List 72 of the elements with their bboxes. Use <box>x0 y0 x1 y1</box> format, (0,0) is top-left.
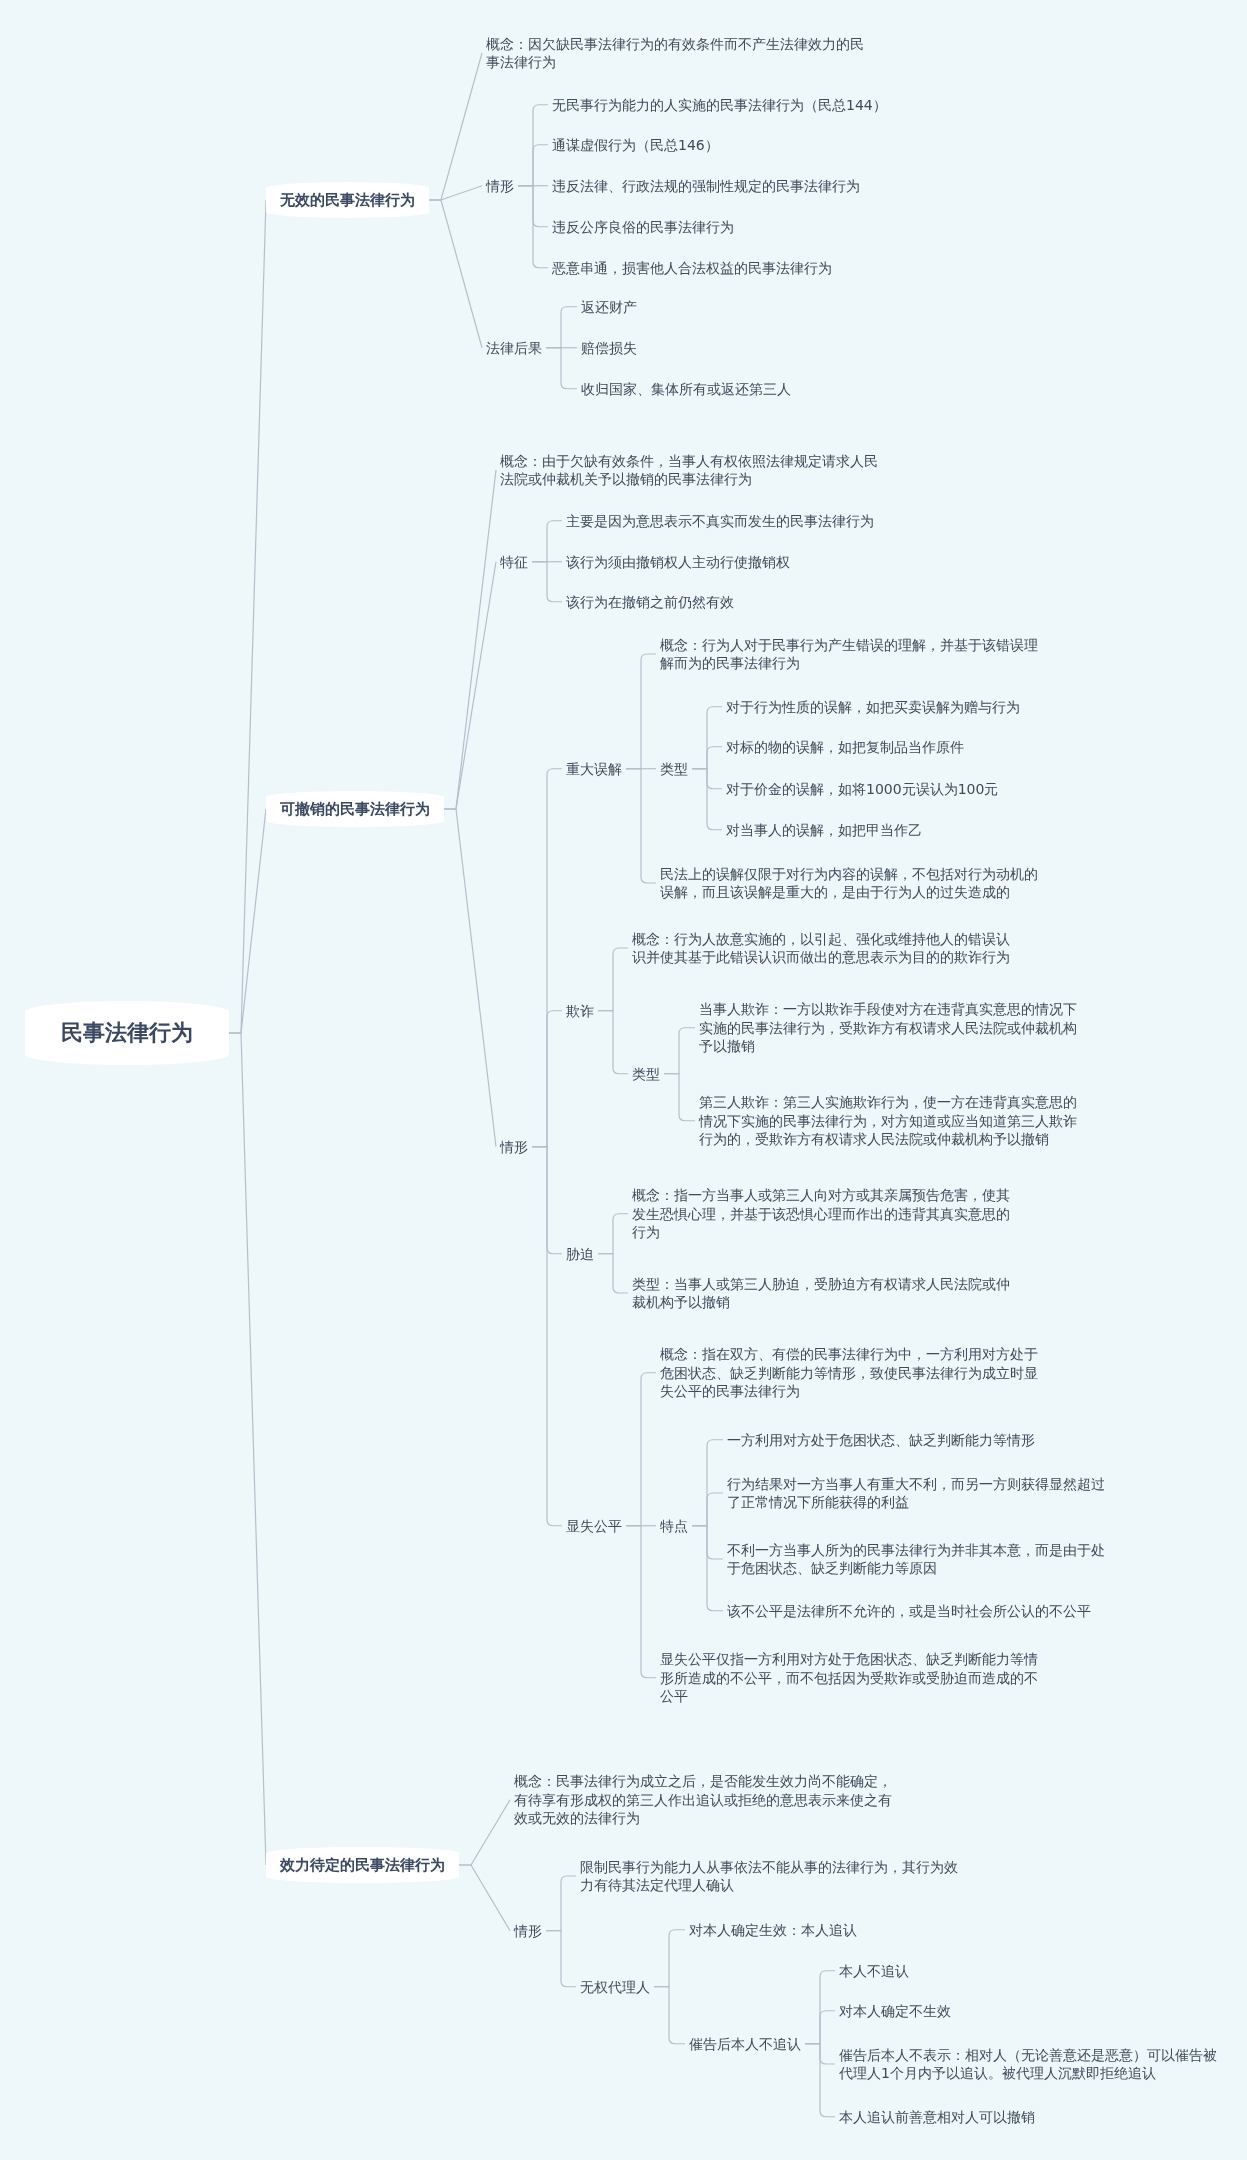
subtopic-text: 对本人确定不生效 <box>835 2000 955 2021</box>
subtopic-text: 对标的物的误解，如把复制品当作原件 <box>722 736 968 757</box>
subtopic-text: 对于价金的误解，如将1000元误认为100元 <box>722 778 1003 799</box>
subtopic-text: 类型 <box>656 758 692 779</box>
connector-line <box>691 1525 724 1612</box>
subtopic-text: 收归国家、集体所有或返还第三人 <box>577 378 795 399</box>
subtopic-text: 该不公平是法律所不允许的，或是当时社会所公认的不公平 <box>723 1600 1095 1621</box>
subtopic-text: 对于行为性质的误解，如把买卖误解为赠与行为 <box>722 696 1024 717</box>
subtopic-text: 民法上的误解仅限于对行为内容的误解，不包括对行为动机的误解，而且该误解是重大的，是由于行为人的过失造成的 <box>656 863 1044 903</box>
subtopic-text: 违反法律、行政法规的强制性规定的民事法律行为 <box>548 175 864 196</box>
connector-line <box>691 768 723 831</box>
connector-line <box>625 768 657 884</box>
subtopic-text: 情形 <box>496 1136 532 1157</box>
subtopic-text: 对本人确定生效：本人追认 <box>685 1919 861 1940</box>
connector-line <box>517 185 549 269</box>
subtopic-text: 类型 <box>628 1063 664 1084</box>
subtopic-text: 违反公序良俗的民事法律行为 <box>548 216 738 237</box>
connector-line <box>531 561 563 603</box>
subtopic-text: 情形 <box>482 175 518 196</box>
connector-line <box>443 808 497 1148</box>
subtopic-text: 限制民事行为能力人从事依法不能从事的法律行为，其行为效力有待其法定代理人确认 <box>576 1856 964 1896</box>
subtopic-text: 该行为在撤销之前仍然有效 <box>562 591 738 612</box>
subtopic-text: 类型：当事人或第三人胁迫，受胁迫方有权请求人民法院或仲裁机构予以撤销 <box>628 1273 1016 1313</box>
subtopic-text: 本人追认前善意相对人可以撤销 <box>835 2106 1039 2127</box>
subtopic-text: 概念：行为人故意实施的，以引起、强化或维持他人的错误认识并使其基于此错误认识而做出的意思表示为目的的欺诈行为 <box>628 928 1016 968</box>
connector-line <box>545 347 578 390</box>
subtopic-text: 第三人欺诈：第三人实施欺诈行为，使一方在违背真实意思的情况下实施的民事法律行为，对方知道或应当知道第三人欺诈行为的，受欺诈方有权请求人民法院或仲裁机构予以撤销 <box>695 1092 1083 1150</box>
connector-line <box>653 1986 686 2045</box>
subtopic-text: 当事人欺诈：一方以欺诈手段使对方在违背真实意思的情况下实施的民事法律行为，受欺诈方有权请求人民法院或仲裁机构予以撤销 <box>695 999 1083 1057</box>
connector-line <box>458 1864 511 1932</box>
subtopic-text: 法律后果 <box>482 337 546 358</box>
connector-line <box>545 1930 577 1988</box>
subtopic-text: 概念：指一方当事人或第三人向对方或其亲属预告危害，使其发生恐惧心理，并基于该恐惧心理而作出的违背其真实意思的行为 <box>628 1185 1016 1243</box>
connector-line <box>663 1073 696 1122</box>
connector-line <box>625 1525 657 1679</box>
central-topic: 民事法律行为 <box>25 1001 229 1065</box>
subtopic-text: 主要是因为意思表示不真实而发生的民事法律行为 <box>562 510 878 531</box>
subtopic-text: 对当事人的误解，如把甲当作乙 <box>722 819 926 840</box>
subtopic-text: 本人不追认 <box>835 1960 913 1981</box>
subtopic-text: 无权代理人 <box>576 1976 654 1997</box>
subtopic-text: 特点 <box>656 1515 692 1536</box>
subtopic-text: 该行为须由撤销权人主动行使撤销权 <box>562 551 794 572</box>
subtopic-text: 显失公平仅指一方利用对方处于危困状态、缺乏判断能力等情形所造成的不公平，而不包括因为受欺诈或受胁迫而造成的不公平 <box>656 1649 1044 1707</box>
subtopic-text: 通谋虚假行为（民总146） <box>548 134 723 155</box>
subtopic-text: 显失公平 <box>562 1515 626 1536</box>
connector-line <box>428 199 483 349</box>
subtopic-text: 行为结果对一方当事人有重大不利，而另一方则获得显然超过了正常情况下所能获得的利益 <box>723 1473 1111 1513</box>
subtopic-text: 催告后本人不表示：相对人（无论善意还是恶意）可以催告被代理人1个月内予以追认。被代理人沉默即拒绝追认 <box>835 2044 1223 2084</box>
subtopic-text: 一方利用对方处于危困状态、缺乏判断能力等情形 <box>723 1429 1039 1450</box>
subtopic-text: 胁迫 <box>562 1243 598 1264</box>
subtopic-text: 不利一方当事人所为的民事法律行为并非其本意，而是由于处于危困状态、缺乏判断能力等原因 <box>723 1539 1111 1579</box>
subtopic-text: 欺诈 <box>562 1000 598 1021</box>
subtopic-text: 概念：行为人对于民事行为产生错误的理解，并基于该错误理解而为的民事法律行为 <box>656 634 1044 674</box>
main-topic: 效力待定的民事法律行为 <box>266 1847 459 1883</box>
subtopic-text: 特征 <box>496 551 532 572</box>
subtopic-text: 概念：因欠缺民事法律行为的有效条件而不产生法律效力的民事法律行为 <box>482 33 870 73</box>
connector-line <box>531 1146 563 1527</box>
main-topic: 无效的民事法律行为 <box>266 182 429 218</box>
subtopic-text: 概念：指在双方、有偿的民事法律行为中，一方利用对方处于危困状态、缺乏判断能力等情形，致使民事法律行为成立时显失公平的民事法律行为 <box>656 1344 1044 1402</box>
subtopic-text: 概念：由于欠缺有效条件，当事人有权依照法律规定请求人民法院或仲裁机关予以撤销的民事法律行为 <box>496 450 884 490</box>
subtopic-text: 返还财产 <box>577 296 641 317</box>
connector-line <box>804 2043 836 2118</box>
subtopic-text: 催告后本人不追认 <box>685 2033 805 2054</box>
subtopic-text: 概念：民事法律行为成立之后，是否能发生效力尚不能确定，有待享有形成权的第三人作出追认或拒绝的意思表示来使之有效或无效的法律行为 <box>510 1771 898 1829</box>
subtopic-text: 恶意串通，损害他人合法权益的民事法律行为 <box>548 257 836 278</box>
subtopic-text: 无民事行为能力的人实施的民事法律行为（民总144） <box>548 94 891 115</box>
connector-line <box>597 1010 629 1075</box>
subtopic-text: 重大误解 <box>562 758 626 779</box>
subtopic-text: 赔偿损失 <box>577 337 641 358</box>
main-topic: 可撤销的民事法律行为 <box>266 791 444 827</box>
connector-line <box>597 1253 629 1294</box>
subtopic-text: 情形 <box>510 1920 546 1941</box>
